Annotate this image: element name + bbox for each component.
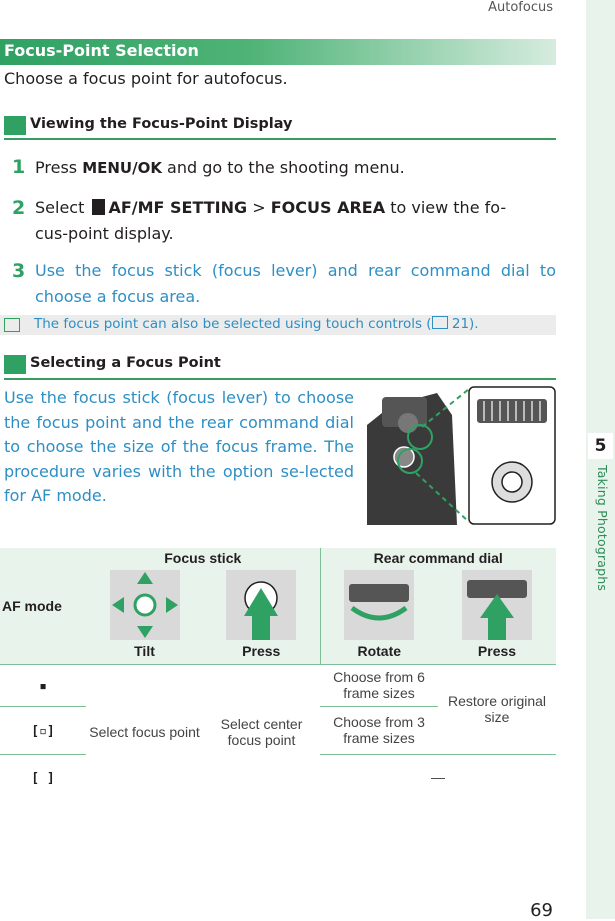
mode-wide-tracking: [ ]	[0, 753, 86, 800]
subheading-rule	[4, 378, 556, 380]
note-text-part: The focus point can also be selected usi…	[34, 316, 432, 332]
action-tilt: Tilt	[86, 568, 203, 664]
step-2: 2	[12, 197, 25, 219]
cell-restore: Restore original size	[438, 663, 556, 754]
section-title: Focus-Point Selection	[4, 41, 199, 60]
selecting-paragraph: Use the focus stick (focus lever) to cho…	[4, 388, 354, 505]
chapter-name: Taking Photographs	[595, 465, 610, 592]
action-press-dial: Press	[438, 568, 556, 664]
step-text-part: Select	[35, 198, 90, 217]
note-text: The focus point can also be selected usi…	[34, 316, 479, 332]
cell-dash: —	[320, 753, 556, 800]
page-ref-icon	[431, 316, 448, 329]
menu-item-af-mf-setting: AF/MF SETTING	[108, 198, 248, 217]
section-intro: Choose a focus point for autofocus.	[4, 69, 288, 88]
step-number: 2	[12, 197, 26, 219]
step-3-text: Use the focus stick (focus lever) and re…	[35, 261, 556, 306]
mode-single-point: ▪	[0, 663, 86, 706]
step-2-text: Select AF/MF SETTING > FOCUS AREA to vie…	[35, 195, 556, 247]
action-label: Tilt	[134, 642, 155, 659]
running-head: Autofocus	[488, 0, 553, 15]
zone-icon: [▫]	[31, 723, 55, 739]
action-label: Press	[242, 642, 281, 659]
page-number: 69	[530, 900, 553, 921]
wide-tracking-icon: [ ]	[31, 770, 55, 786]
subheading-marker	[4, 355, 26, 374]
section-title-bar	[0, 39, 556, 65]
note-text-part: 21).	[447, 316, 479, 332]
cell-select-center: Select center focus point	[203, 663, 320, 800]
dial-rotate-icon	[344, 569, 415, 640]
table-header-focus-stick: Focus stick	[86, 548, 321, 568]
action-press-stick: Press	[203, 568, 321, 664]
focus-stick-tilt-icon	[109, 569, 180, 640]
step-text-part: to view the fo-	[385, 198, 507, 217]
af-mf-menu-icon	[92, 199, 106, 215]
chapter-side-tab	[586, 0, 615, 919]
step-text-part: and go to the shooting menu.	[161, 158, 405, 177]
menu-ok-button-label: MENU/OK	[82, 159, 162, 177]
step-number: 1	[12, 156, 26, 178]
table-header-rear-dial: Rear command dial	[320, 548, 556, 568]
step-1: 1	[12, 156, 25, 178]
cell-select-focus-point: Select focus point	[86, 663, 203, 800]
single-point-icon: ▪	[39, 678, 47, 694]
subheading-viewing: Viewing the Focus-Point Display	[30, 116, 293, 132]
subheading-rule	[4, 138, 556, 140]
table-row-header: AF mode	[0, 548, 86, 664]
step-text-part: >	[247, 198, 271, 217]
mode-zone: [▫]	[0, 705, 86, 754]
action-label: Press	[477, 642, 517, 659]
subheading-selecting: Selecting a Focus Point	[30, 355, 221, 371]
camera-back-illustration	[367, 386, 556, 525]
action-label: Rotate	[357, 642, 402, 659]
focus-stick-press-icon	[226, 569, 297, 640]
step-number: 3	[12, 260, 26, 282]
cell-choose3: Choose from 3 frame sizes	[320, 705, 438, 754]
note-icon	[4, 318, 20, 332]
step-text-part: cus-point display.	[35, 224, 174, 243]
step-1-text: Press MENU/OK and go to the shooting men…	[35, 155, 405, 181]
dial-press-icon	[462, 569, 532, 640]
subheading-marker	[4, 116, 26, 135]
menu-item-focus-area: FOCUS AREA	[270, 198, 386, 217]
action-rotate: Rotate	[320, 568, 438, 664]
step-text-part: Press	[35, 158, 83, 177]
chapter-number: 5	[588, 433, 613, 459]
af-mode-table: AF mode Focus stick Rear command dial Ti…	[0, 548, 556, 800]
cell-choose6: Choose from 6 frame sizes	[320, 663, 438, 706]
note-bar	[0, 315, 556, 335]
